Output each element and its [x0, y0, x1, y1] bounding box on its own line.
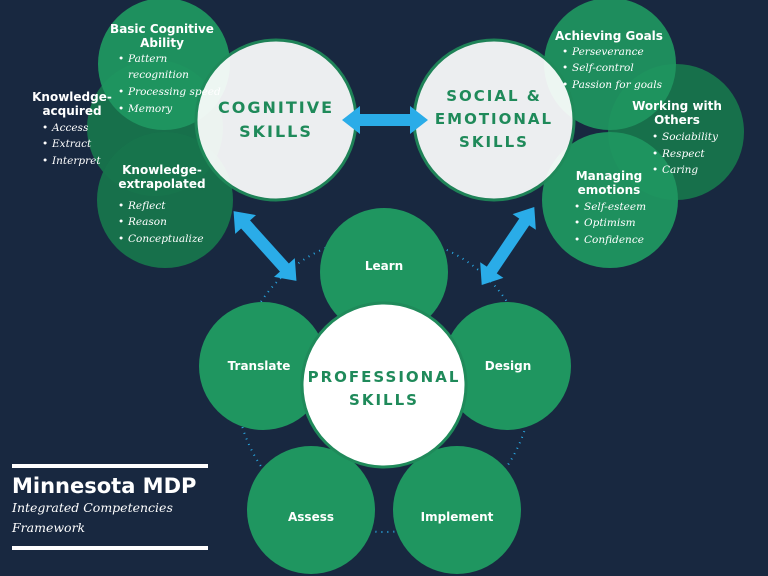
petal-label-assess: Assess — [288, 510, 334, 524]
acquired-item-1: Access — [51, 122, 89, 134]
petal-label-translate: Translate — [228, 359, 291, 373]
petal-label-design: Design — [485, 359, 532, 373]
circle-cognitive-core — [194, 38, 358, 202]
emotions-bullet-1: • — [574, 201, 580, 213]
arrow-cognitive-social — [342, 106, 428, 134]
others-bullet-1: • — [652, 131, 658, 143]
basic-item-1b: recognition — [128, 69, 189, 81]
extrapolated-item-1: Reflect — [127, 200, 166, 212]
acquired-bullet-1: • — [42, 122, 48, 134]
emotions-item-1: Self-esteem — [584, 201, 646, 213]
circle-professional-core — [300, 301, 468, 469]
petal-label-learn: Learn — [365, 259, 403, 273]
extrapolated-item-3: Conceptualize — [128, 233, 204, 245]
professional-core-line2: SKILLS — [349, 391, 419, 409]
acquired-item-3: Interpret — [51, 155, 101, 167]
brand-subtitle: Integrated Competencies Framework — [12, 498, 208, 538]
extrapolated-item-2: Reason — [127, 216, 167, 228]
emotions-bullet-2: • — [574, 217, 580, 229]
social-core-line2: EMOTIONAL — [435, 110, 553, 128]
social-core-line3: SKILLS — [459, 133, 529, 151]
petal-translate — [199, 302, 327, 430]
brand-title: Minnesota MDP — [12, 474, 197, 498]
acquired-item-2: Extract — [51, 138, 92, 150]
petal-learn — [320, 208, 448, 336]
branding-block: Minnesota MDP Integrated Competencies Fr… — [12, 464, 208, 550]
goals-item-2: Self-control — [572, 62, 634, 74]
extrapolated-title-1: Knowledge- — [122, 163, 202, 177]
basic-title-1: Basic Cognitive — [110, 22, 214, 36]
emotions-bullet-3: • — [574, 234, 580, 246]
professional-core-line1: PROFESSIONAL — [308, 368, 461, 386]
cognitive-core-line1: COGNITIVE — [218, 98, 334, 117]
goals-bullet-3: • — [562, 79, 568, 91]
bottom-rule — [12, 546, 208, 550]
top-rule — [12, 464, 208, 468]
petal-assess — [247, 446, 375, 574]
brand-subtitle-line1: Integrated Competencies — [12, 500, 173, 515]
others-item-3: Caring — [662, 164, 698, 176]
petal-design — [443, 302, 571, 430]
extrapolated-bullet-2: • — [118, 216, 124, 228]
basic-item-1: Pattern — [127, 53, 168, 65]
others-title-2: Others — [654, 113, 700, 127]
basic-item-3: Memory — [127, 103, 173, 115]
circle-basic-cognitive — [98, 0, 230, 130]
emotions-item-3: Confidence — [584, 234, 644, 246]
others-bullet-2: • — [652, 148, 658, 160]
basic-bullet-2: • — [118, 86, 124, 98]
others-title-1: Working with — [632, 99, 722, 113]
basic-item-2: Processing speed — [127, 86, 221, 98]
brand-subtitle-line2: Framework — [12, 520, 86, 535]
basic-bullet-1: • — [118, 53, 124, 65]
emotions-item-2: Optimism — [584, 217, 636, 229]
basic-title-2: Ability — [140, 36, 184, 50]
extrapolated-bullet-3: • — [118, 233, 124, 245]
others-item-2: Respect — [661, 148, 705, 160]
acquired-bullet-3: • — [42, 155, 48, 167]
goals-bullet-1: • — [562, 46, 568, 58]
extrapolated-bullet-1: • — [118, 200, 124, 212]
others-bullet-3: • — [652, 164, 658, 176]
circle-managing-emotions — [542, 132, 678, 268]
acquired-bullet-2: • — [42, 138, 48, 150]
emotions-title-1: Managing — [576, 169, 643, 183]
circle-knowledge-extrapolated — [97, 132, 233, 268]
emotions-title-2: emotions — [578, 183, 641, 197]
arrow-cognitive-professional — [233, 211, 297, 281]
social-core-line1: SOCIAL & — [446, 87, 542, 105]
circle-achieving-goals — [544, 0, 676, 130]
extrapolated-title-2: extrapolated — [118, 177, 205, 191]
acquired-title-2: acquired — [42, 104, 101, 118]
goals-item-3: Passion for goals — [571, 79, 663, 91]
basic-bullet-3: • — [118, 103, 124, 115]
goals-item-1: Perseverance — [571, 46, 644, 58]
acquired-title-1: Knowledge- — [32, 90, 112, 104]
goals-title: Achieving Goals — [555, 29, 663, 43]
cognitive-core-line2: SKILLS — [239, 122, 313, 141]
others-item-1: Sociability — [662, 131, 719, 143]
arrow-social-professional — [480, 207, 536, 285]
petal-implement — [393, 446, 521, 574]
petal-label-implement: Implement — [421, 510, 494, 524]
goals-bullet-2: • — [562, 62, 568, 74]
